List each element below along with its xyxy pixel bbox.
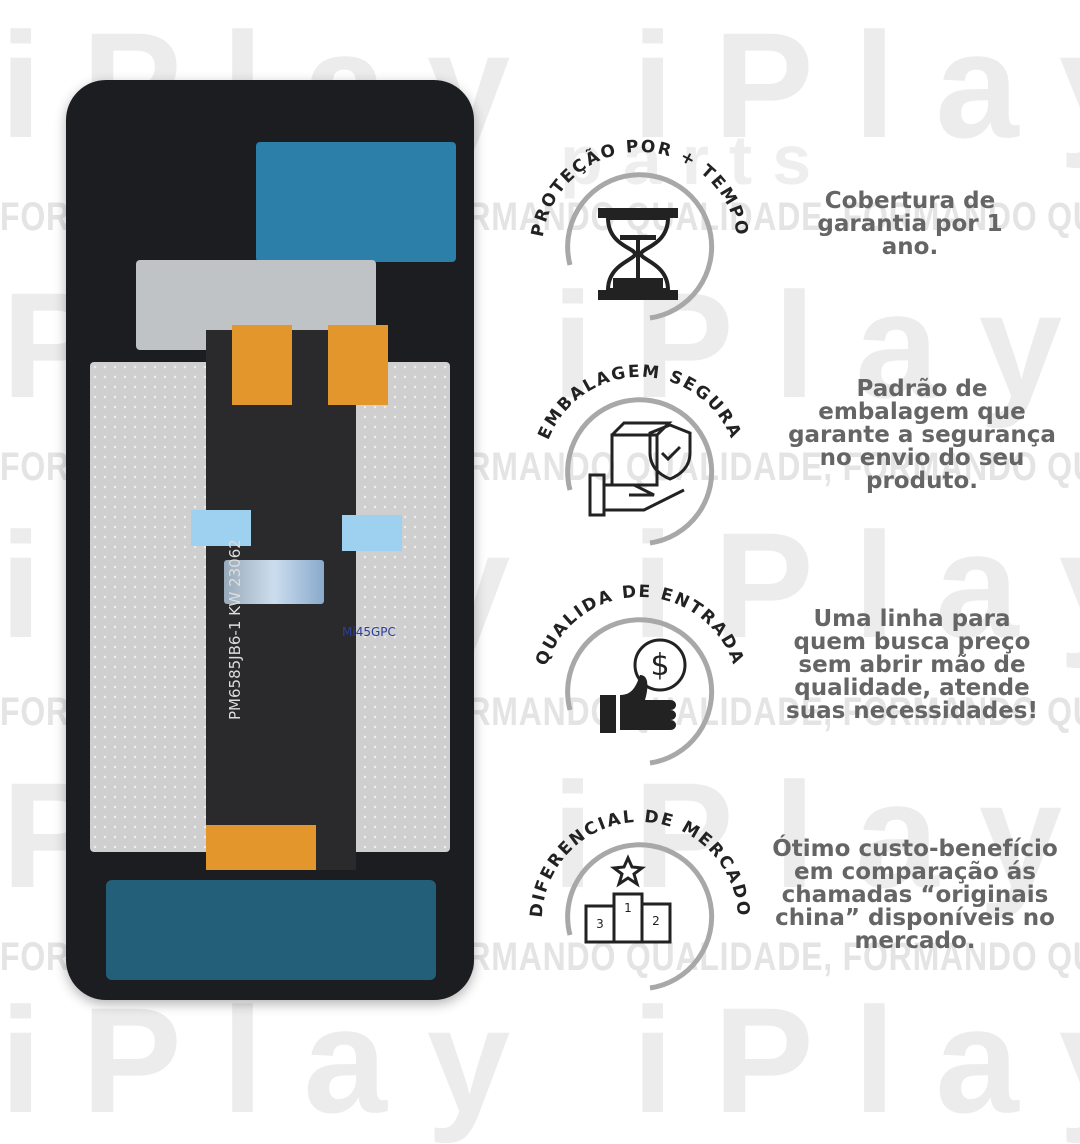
badge-label: PROTEÇÃO POR + TEMPO (528, 137, 752, 239)
flex-connector (206, 825, 316, 870)
flex-connector (328, 325, 388, 405)
badge-protection: PROTEÇÃO POR + TEMPO (528, 137, 752, 321)
badge-ring (565, 172, 715, 321)
svg-text:1: 1 (624, 901, 632, 915)
badge-ring (565, 397, 715, 546)
badge-label: DIFERENCIAL DE MERCADO (527, 807, 753, 919)
hourglass-icon (598, 208, 678, 300)
badge-label: QUALIDA DE ENTRADA (532, 582, 748, 669)
blue-tape (191, 510, 251, 546)
badge-packaging: EMBALAGEM SEGURA (534, 362, 744, 546)
badge-market: DIFERENCIAL DE MERCADO 3 1 2 (527, 807, 753, 991)
svg-text:3: 3 (596, 917, 604, 931)
thumbs-up-dollar-icon: $ (600, 638, 687, 733)
svg-text:$: $ (650, 648, 669, 683)
flex-connector (232, 325, 292, 405)
badge-quality: QUALIDA DE ENTRADA $ (532, 582, 748, 766)
badge-ring (565, 842, 715, 991)
svg-text:2: 2 (652, 914, 660, 928)
phone-display-assembly: PM6585JB6-1 KW 23062 Mi45GPC (66, 80, 474, 1000)
bottom-board (106, 880, 436, 980)
model-label: Mi45GPC (342, 625, 396, 639)
hologram-sticker (224, 560, 324, 604)
blue-shield (256, 142, 456, 262)
badge-ring (565, 617, 715, 766)
part-code: PM6585JB6-1 KW 23062 (226, 539, 244, 720)
blue-tape (342, 515, 402, 551)
podium-icon: 3 1 2 (584, 854, 672, 944)
package-shield-hand-icon (588, 421, 692, 517)
